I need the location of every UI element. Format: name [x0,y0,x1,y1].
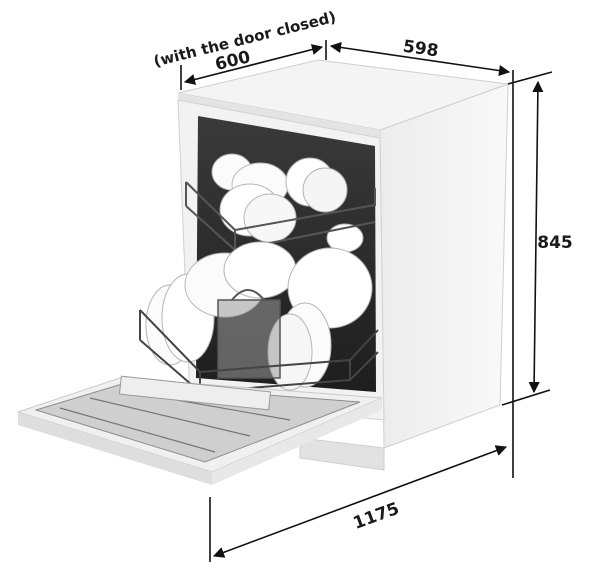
upper-rack [185,153,376,253]
depth-door-closed-arrow [183,44,324,85]
height-value: 845 [537,233,573,253]
lower-rack [139,241,379,394]
depth-door-open-arrow [212,445,508,558]
height-arrow [528,80,544,394]
cutlery-basket [217,299,281,379]
side-panel [379,83,509,449]
open-door [16,375,383,485]
plinth [299,437,385,471]
dimension-lines [180,40,553,562]
dishwasher-illustration [16,59,509,485]
width-value: 598 [402,37,440,62]
width-arrow [329,41,511,77]
depth-door-open-value: 1175 [351,499,402,534]
